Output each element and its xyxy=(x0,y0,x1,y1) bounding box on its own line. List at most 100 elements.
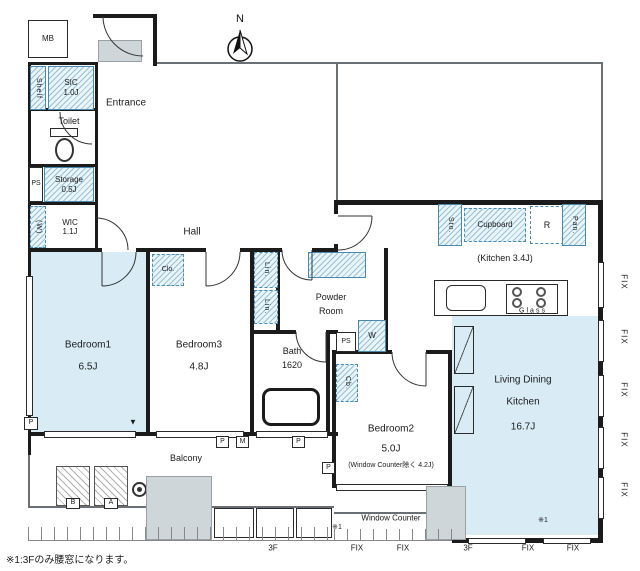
wall xyxy=(332,354,336,488)
p-marker: P xyxy=(292,436,305,448)
vanity-counter xyxy=(308,252,366,278)
window xyxy=(44,431,136,438)
p-marker: P xyxy=(322,462,335,474)
ps-box: PS xyxy=(336,332,356,352)
wall xyxy=(598,205,603,543)
bedroom3-size: 4.8J xyxy=(189,361,209,373)
bathtub xyxy=(262,388,320,426)
window-fix xyxy=(543,538,591,544)
balcony-label: Balcony xyxy=(169,453,203,463)
north-compass-icon: N xyxy=(227,13,253,62)
mb-label: MB xyxy=(42,34,54,44)
m-marker: M xyxy=(236,436,249,448)
bedroom1-label: Bedroom1 xyxy=(64,339,112,351)
cabinet-box: Cb. xyxy=(336,364,358,402)
glass-top-label: Glass xyxy=(519,307,547,315)
pantry-box: Pan. xyxy=(562,204,586,246)
bedroom2-size: 5.0J xyxy=(381,443,401,455)
ldk-label1: Living Dining xyxy=(494,374,552,386)
floor-label: 3F xyxy=(463,543,473,553)
wall xyxy=(28,62,98,65)
bedroom2-label: Bedroom2 xyxy=(367,423,415,435)
window-fix xyxy=(598,477,604,519)
wall xyxy=(332,350,392,354)
burner-icon xyxy=(536,298,546,308)
bath-size: 1620 xyxy=(281,360,303,370)
wall-thin xyxy=(601,62,603,205)
wall-thin xyxy=(336,64,338,200)
triangle-marker: ▼ xyxy=(129,417,137,427)
sic-box: SIC 1.0J xyxy=(48,66,94,110)
wall xyxy=(28,248,102,252)
ref-mark: ※1 xyxy=(538,517,548,524)
storage-size: 0.5J xyxy=(61,184,77,194)
footnote: ※1:3Fのみ腰窓になります。 xyxy=(6,555,134,566)
ldk-size: 16.7J xyxy=(510,421,536,433)
wall xyxy=(334,200,603,205)
closet-box: Clo. xyxy=(152,254,184,286)
burner-icon xyxy=(512,298,522,308)
wall xyxy=(426,350,452,354)
cupboard-box: Cupboard xyxy=(464,208,526,242)
wall xyxy=(28,62,31,455)
fix-label: FIX xyxy=(619,274,629,290)
wall xyxy=(326,330,338,334)
bedroom1-size: 6.5J xyxy=(78,361,98,373)
ref-mark: ※1 xyxy=(332,524,342,531)
toilet-bowl xyxy=(55,138,74,162)
ldk-floor xyxy=(452,316,598,535)
washer-box: (W) xyxy=(30,206,46,248)
ps-box: PS xyxy=(29,167,43,202)
sic-size: 1.0J xyxy=(63,88,79,97)
wall xyxy=(95,62,98,252)
washer-space-box: W xyxy=(358,320,386,352)
linen-box: Lin. xyxy=(254,252,278,288)
wall-thin xyxy=(28,455,30,508)
stocker-box: Sto. xyxy=(438,204,462,246)
wall xyxy=(448,350,452,490)
planter-b-tag: B xyxy=(66,498,80,509)
window-counter-label: Window Counter xyxy=(361,513,421,523)
fix-label: FIX xyxy=(566,543,580,553)
storage-box: Storage 0.5J xyxy=(44,167,94,202)
burner-icon xyxy=(512,287,522,297)
kitchen-size-label: (Kitchen 3.4J) xyxy=(477,253,533,263)
wall xyxy=(276,248,280,332)
wall xyxy=(240,248,282,252)
mb-box: MB xyxy=(28,20,68,58)
bedroom2-note: (Window Counter除く 4.2J) xyxy=(348,462,434,469)
balcony-railing xyxy=(334,529,452,541)
fix-label: FIX xyxy=(396,543,410,553)
fix-label: FIX xyxy=(521,543,535,553)
entrance-label: Entrance xyxy=(105,97,147,109)
refrigerator-space: R xyxy=(530,206,564,244)
window-fix xyxy=(468,538,526,544)
bath-label: Bath xyxy=(282,346,302,356)
wall xyxy=(28,164,95,167)
wall xyxy=(93,14,157,18)
tall-cabinet xyxy=(454,386,474,434)
toilet-label: Toilet xyxy=(58,116,80,126)
window-fix xyxy=(598,427,604,469)
wall xyxy=(153,14,157,66)
wall xyxy=(136,248,206,252)
linen-box: Lin. xyxy=(254,290,278,324)
wall xyxy=(146,252,150,434)
bedroom3-label: Bedroom3 xyxy=(175,339,223,351)
wall xyxy=(326,334,330,432)
window xyxy=(26,276,33,416)
p-marker: P xyxy=(216,436,229,448)
fix-label: FIX xyxy=(619,382,629,398)
storage-label: Storage xyxy=(54,174,84,184)
tall-cabinet xyxy=(454,326,474,374)
entrance-step xyxy=(98,40,142,62)
window xyxy=(156,431,244,438)
wall xyxy=(252,330,296,334)
shelf-label: Shelf xyxy=(35,77,43,99)
svg-text:N: N xyxy=(236,13,244,25)
fix-label: FIX xyxy=(619,329,629,345)
drain-dot xyxy=(137,487,142,492)
p-marker: P xyxy=(24,417,38,430)
wall xyxy=(28,202,95,205)
